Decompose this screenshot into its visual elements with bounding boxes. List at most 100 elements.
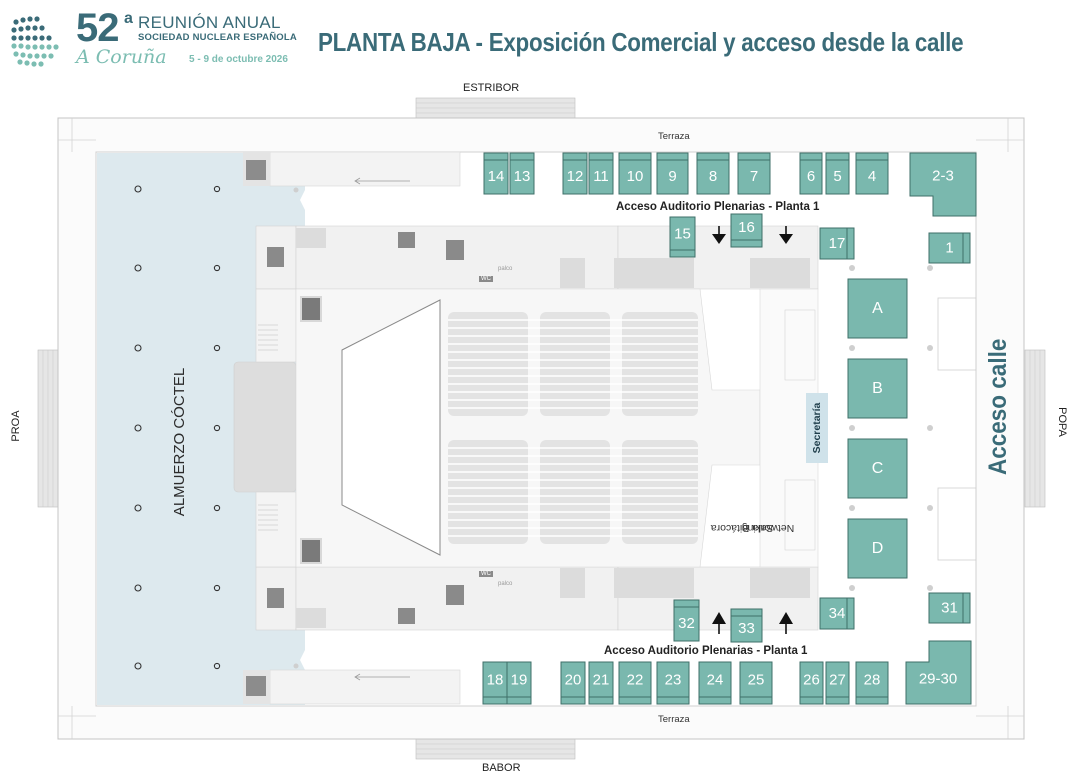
- side-label-top: ESTRIBOR: [463, 82, 520, 94]
- booth-label: 5: [833, 168, 841, 185]
- booth-label: 31: [941, 600, 958, 617]
- booth-12[interactable]: 12: [562, 152, 588, 195]
- booth-label: 32: [678, 615, 695, 632]
- booth-label: 7: [750, 168, 758, 185]
- booth-shape[interactable]: [905, 640, 972, 705]
- booth-29-30[interactable]: 29-30: [905, 640, 972, 705]
- logo-city: A Coruña: [76, 46, 167, 68]
- booth-label: 27: [829, 672, 846, 689]
- booth-shape[interactable]: [825, 661, 850, 705]
- booth-shape[interactable]: [819, 227, 855, 260]
- booth-26[interactable]: 26: [799, 661, 824, 705]
- booth-13[interactable]: 13: [509, 152, 535, 195]
- booth-17[interactable]: 17: [819, 227, 855, 260]
- booth-label: B: [872, 380, 883, 397]
- booth-label: 17: [829, 235, 846, 252]
- access-label-bottom: Acceso Auditorio Plenarias - Planta 1: [604, 645, 808, 657]
- booth-label: 13: [514, 168, 531, 185]
- palco-label-top: palco: [498, 266, 513, 272]
- toilet-icon: [267, 247, 284, 267]
- logo-line2: SOCIEDAD NUCLEAR ESPAÑOLA: [138, 32, 297, 43]
- booth-label: 12: [567, 168, 584, 185]
- booth-18[interactable]: 18: [482, 661, 508, 705]
- booth-shape[interactable]: [847, 518, 908, 579]
- booth-shape[interactable]: [730, 608, 763, 643]
- booth-label: 24: [707, 672, 724, 689]
- booth-7[interactable]: 7: [737, 152, 771, 195]
- booth-label: 15: [674, 226, 691, 243]
- booth-label: 28: [864, 672, 881, 689]
- side-label-bottom: BABOR: [482, 762, 521, 774]
- booth-6[interactable]: 6: [799, 152, 823, 195]
- booth-label: C: [872, 460, 884, 477]
- booth-20[interactable]: 20: [560, 661, 586, 705]
- booth-28[interactable]: 28: [855, 661, 889, 705]
- booth-15[interactable]: 15: [669, 216, 696, 258]
- booth-shape[interactable]: [799, 152, 823, 195]
- booth-22[interactable]: 22: [618, 661, 652, 705]
- booth-label: 8: [709, 168, 717, 185]
- booth-shape[interactable]: [799, 661, 824, 705]
- booth-shape[interactable]: [847, 278, 908, 339]
- logo-number: 52: [76, 6, 119, 50]
- secretaria-desk[interactable]: Secretaría: [806, 393, 828, 463]
- toilet-icon: [446, 585, 464, 605]
- booth-label: 14: [488, 168, 505, 185]
- booth-5[interactable]: 5: [825, 152, 850, 195]
- booth-16[interactable]: 16: [730, 213, 763, 248]
- booth-31[interactable]: 31: [928, 592, 971, 624]
- booth-14[interactable]: 14: [483, 152, 509, 195]
- booth-label: D: [872, 540, 884, 557]
- toilet-icon: [398, 232, 415, 248]
- booth-9[interactable]: 9: [656, 152, 689, 195]
- elevator-icon: [300, 538, 322, 564]
- booth-shape[interactable]: [825, 152, 850, 195]
- booth-label: 29-30: [919, 671, 957, 688]
- booth-2-3[interactable]: 2-3: [909, 152, 977, 217]
- booth-label: 16: [738, 219, 755, 236]
- booth-27[interactable]: 27: [825, 661, 850, 705]
- booth-25[interactable]: 25: [739, 661, 773, 705]
- booth-C[interactable]: C: [847, 438, 908, 499]
- toilet-icon: [267, 588, 284, 608]
- elevator-icon: [300, 296, 322, 322]
- booth-label: 22: [627, 672, 644, 689]
- booth-shape[interactable]: [847, 358, 908, 419]
- booth-label: 1: [945, 240, 953, 257]
- booth-21[interactable]: 21: [588, 661, 614, 705]
- booth-label: 34: [829, 605, 846, 622]
- booth-label: 18: [487, 672, 504, 689]
- booth-shape[interactable]: [730, 213, 763, 248]
- booth-label: 25: [748, 672, 765, 689]
- booth-label: 21: [593, 672, 610, 689]
- booth-33[interactable]: 33: [730, 608, 763, 643]
- booth-B[interactable]: B: [847, 358, 908, 419]
- booth-D[interactable]: D: [847, 518, 908, 579]
- booth-10[interactable]: 10: [618, 152, 652, 195]
- toilet-icon: [398, 608, 415, 624]
- booth-4[interactable]: 4: [855, 152, 889, 195]
- logo-superscript: a: [124, 10, 133, 27]
- booth-label: 2-3: [932, 168, 954, 185]
- booth-11[interactable]: 11: [588, 152, 614, 195]
- booth-1[interactable]: 1: [928, 232, 971, 264]
- logo-dates: 5 - 9 de octubre 2026: [189, 54, 288, 65]
- booth-34[interactable]: 34: [819, 597, 855, 630]
- logo-line1: REUNIÓN ANUAL: [138, 13, 281, 32]
- logo-dots-icon: [11, 16, 59, 67]
- booth-shape[interactable]: [909, 152, 977, 217]
- booth-A[interactable]: A: [847, 278, 908, 339]
- wc-sign: WC: [479, 276, 493, 282]
- booth-label: 11: [593, 168, 609, 185]
- palco-label-bottom: palco: [498, 581, 513, 587]
- booth-8[interactable]: 8: [696, 152, 730, 195]
- booth-shape[interactable]: [819, 597, 855, 630]
- booth-19[interactable]: 19: [506, 661, 532, 705]
- booth-23[interactable]: 23: [656, 661, 690, 705]
- booth-24[interactable]: 24: [698, 661, 732, 705]
- booth-label: 9: [668, 168, 676, 185]
- booth-32[interactable]: 32: [673, 599, 700, 642]
- page-title: PLANTA BAJA - Exposición Comercial y acc…: [318, 27, 964, 57]
- booth-shape[interactable]: [847, 438, 908, 499]
